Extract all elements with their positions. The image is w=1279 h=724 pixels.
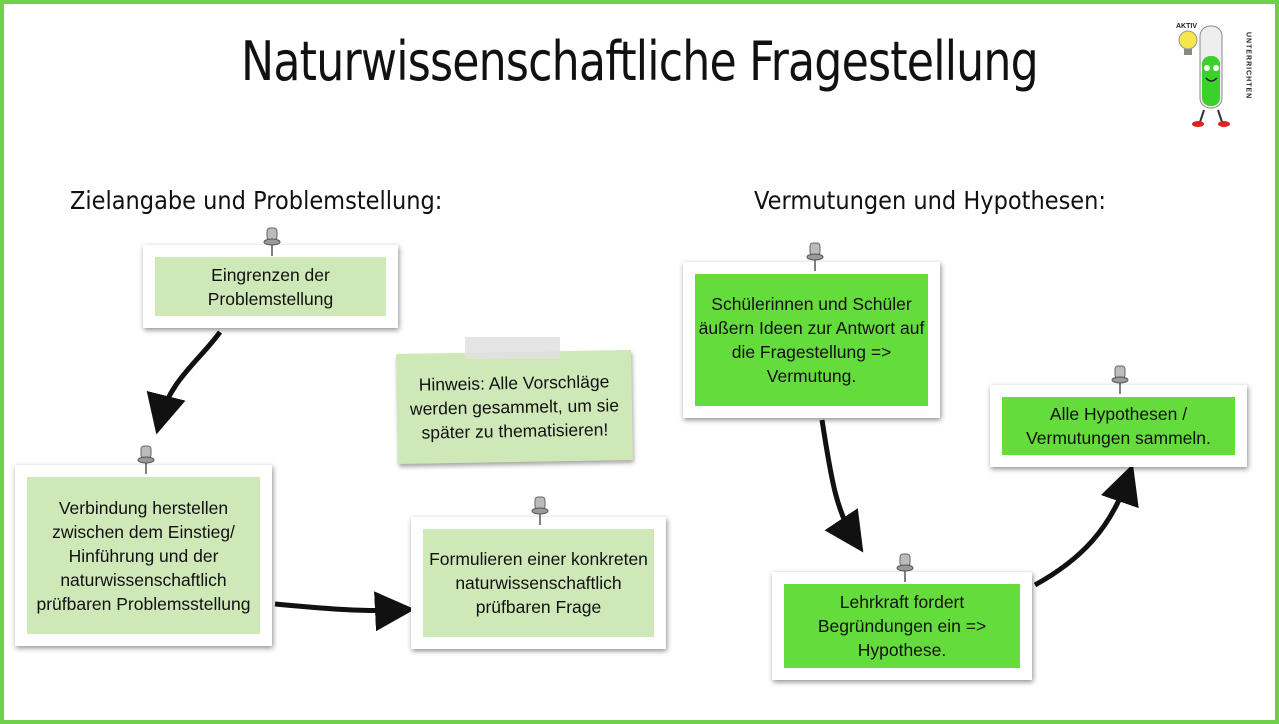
left-section-heading: Zielangabe und Problemstellung: [70, 186, 443, 215]
note-text: Verbindung herstellen zwischen dem Einst… [27, 477, 260, 634]
arrow-4 [1033, 463, 1139, 588]
note-text: Lehrkraft fordert Begründungen ein => Hy… [784, 584, 1020, 668]
note-text: Formulieren einer konkreten naturwissens… [423, 529, 654, 637]
card-vermutung: Schülerinnen und Schüler äußern Ideen zu… [683, 262, 940, 418]
right-section-heading: Vermutungen und Hypothesen: [754, 186, 1106, 215]
pushpin-icon [1111, 365, 1129, 394]
hint-note: Hinweis: Alle Vorschläge werden gesammel… [396, 349, 633, 465]
pushpin-icon [896, 553, 914, 582]
card-formulieren: Formulieren einer konkreten naturwissens… [411, 517, 666, 649]
svg-text:AKTIV: AKTIV [1176, 23, 1197, 30]
card-eingrenzen: Eingrenzen der Problemstellung [143, 245, 398, 328]
note-text: Schülerinnen und Schüler äußern Ideen zu… [695, 274, 928, 406]
note-text: Eingrenzen der Problemstellung [155, 257, 386, 316]
arrow-2 [274, 591, 415, 632]
svg-text:UNTERRICHTEN: UNTERRICHTEN [1245, 32, 1252, 99]
slide-title: Naturwissenschaftliche Fragestellung [241, 30, 1039, 93]
note-text: Alle Hypothesen / Vermutungen sammeln. [1002, 397, 1235, 455]
card-verbindung: Verbindung herstellen zwischen dem Einst… [15, 465, 272, 646]
pushpin-icon [806, 242, 824, 271]
pushpin-icon [531, 496, 549, 525]
tape-icon [465, 337, 560, 359]
pushpin-icon [137, 445, 155, 474]
arrow-1 [146, 330, 223, 435]
arrow-3 [819, 419, 864, 553]
card-hypothese: Lehrkraft fordert Begründungen ein => Hy… [772, 572, 1032, 680]
logo-aktiv-unterrichten: AKTIV UNTERRICHTEN [1176, 23, 1252, 127]
pushpin-icon [263, 227, 281, 256]
card-sammeln: Alle Hypothesen / Vermutungen sammeln. [990, 385, 1247, 467]
